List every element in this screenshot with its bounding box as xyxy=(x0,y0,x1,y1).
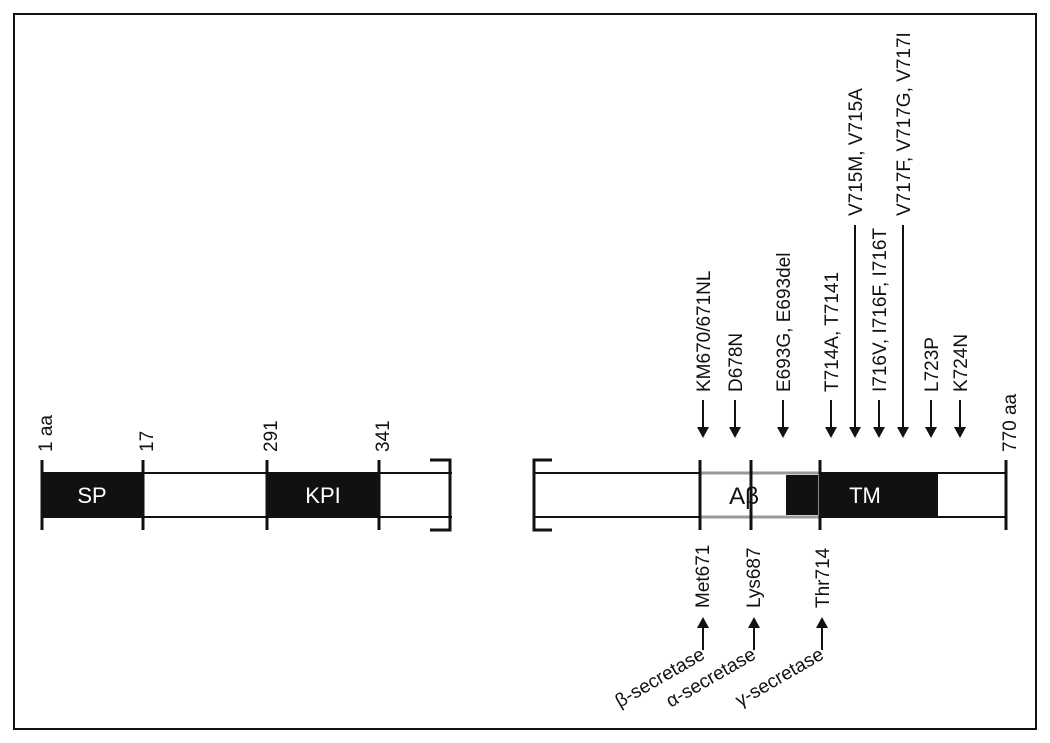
mutation-label: T714A, T7141 xyxy=(822,272,843,392)
mutation-arrowhead xyxy=(825,427,837,438)
cleavage-arrowhead xyxy=(697,617,709,628)
abeta-tm-overlap xyxy=(786,475,818,515)
cleavage-site-label-lys687: Lys687 xyxy=(744,547,765,608)
mutation-arrowhead xyxy=(954,427,966,438)
cleavage-sites: Met671 Lys687 Thr714 β-secretase α-secre… xyxy=(612,545,834,713)
kpi-label: KPI xyxy=(305,483,340,508)
mutation-arrowhead xyxy=(897,427,909,438)
position-label-17: 17 xyxy=(137,431,158,452)
position-label-291: 291 xyxy=(261,420,282,452)
cleavage-arrowhead xyxy=(816,617,828,628)
mutation-arrowhead xyxy=(849,427,861,438)
mutation-markers: KM670/671NL D678N E693G, E693del T714A, … xyxy=(694,32,972,438)
mutation-label: L723P xyxy=(922,337,943,392)
figure-frame xyxy=(13,13,1037,730)
mutation-arrowhead xyxy=(777,427,789,438)
position-label-341: 341 xyxy=(373,420,394,452)
protein-right-segment: Aβ TM 770 aa xyxy=(532,393,1021,532)
protein-left-segment: SP KPI 1 aa 17 291 341 xyxy=(36,415,452,532)
mutation-label: E693G, E693del xyxy=(774,253,795,392)
cleavage-site-label-thr714: Thr714 xyxy=(813,547,834,608)
kpi-domain xyxy=(267,473,379,517)
mutation-label: D678N xyxy=(726,333,747,392)
sp-label: SP xyxy=(77,483,106,508)
break-bracket-right xyxy=(532,458,552,532)
position-label-start: 1 aa xyxy=(36,415,57,452)
sp-domain xyxy=(42,473,143,517)
mutation-arrowhead xyxy=(925,427,937,438)
tm-domain xyxy=(820,473,938,517)
cleavage-arrowhead xyxy=(748,617,760,628)
abeta-label: Aβ xyxy=(729,483,759,510)
mutation-label: I716V, I716F, I716T xyxy=(870,228,891,392)
mutation-label: V717F, V717G, V717I xyxy=(894,32,915,216)
mutation-arrowhead xyxy=(729,427,741,438)
mutation-label: K724N xyxy=(951,334,972,392)
tm-label: TM xyxy=(849,483,881,508)
mutation-label: KM670/671NL xyxy=(694,271,715,392)
mutation-label: V715M, V715A xyxy=(846,88,867,216)
cleavage-site-label-met671: Met671 xyxy=(693,545,714,608)
mutation-arrowhead xyxy=(873,427,885,438)
mutation-arrowhead xyxy=(697,427,709,438)
break-bracket-left xyxy=(430,458,452,532)
position-label-end: 770 aa xyxy=(1000,393,1021,452)
